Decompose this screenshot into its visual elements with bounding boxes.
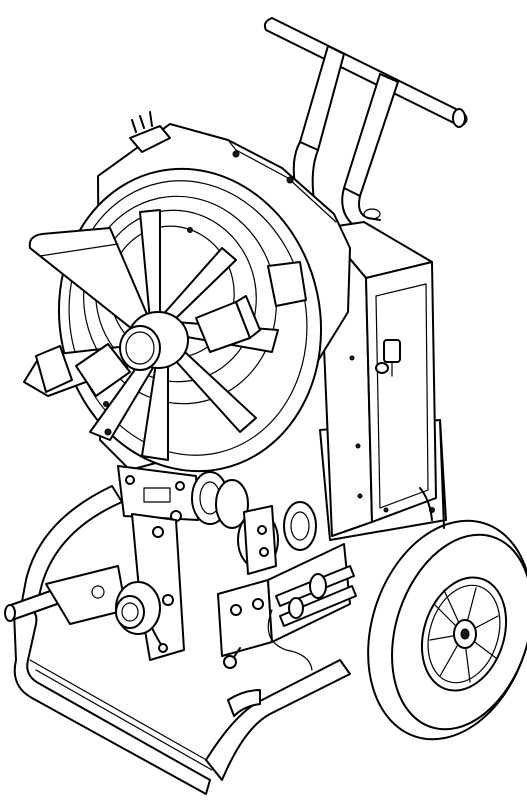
- feed-roller-2: [215, 479, 249, 529]
- roller-bracket: [243, 505, 277, 575]
- cable-guide-box-4: [35, 345, 73, 393]
- rod-collar-1: [309, 573, 327, 599]
- outlet-pin-ring: [158, 643, 168, 653]
- bracket-bolt-b: [175, 481, 185, 491]
- cable-outlet-bore: [121, 602, 139, 622]
- pedal-hole: [91, 585, 105, 599]
- plate-bolt-1: [232, 150, 240, 158]
- cable-outlet: [115, 595, 145, 629]
- foot-bar-line-2: [35, 669, 213, 771]
- lever-bolt: [162, 594, 174, 606]
- handle-post-right: [343, 73, 399, 197]
- housing-screw-3: [357, 493, 363, 499]
- power-plug: [129, 111, 171, 153]
- lever-pivot: [152, 526, 164, 538]
- feed-control-box[interactable]: [217, 579, 273, 657]
- lanyard: [267, 609, 313, 671]
- housing-screw-4: [383, 507, 389, 513]
- motor-side-panel: [375, 283, 429, 509]
- housing-screw-1: [349, 355, 355, 361]
- frame-tube-right: [205, 659, 351, 781]
- drum-bolt-2: [103, 401, 109, 407]
- handle-post-left: [299, 45, 345, 151]
- wheel-rim-inner: [427, 584, 501, 684]
- plate-edge-highlight: [227, 139, 337, 223]
- foot-pedal-plate[interactable]: [45, 565, 127, 625]
- drum-bolt-3: [187, 227, 193, 233]
- cart-wheel: [367, 519, 527, 741]
- drum-hub-inner: [125, 331, 155, 365]
- housing-screw-2: [355, 443, 361, 449]
- cable-drum: [23, 167, 323, 473]
- power-cord: [419, 487, 433, 521]
- plate-bolt-2: [286, 176, 294, 184]
- bracket-bolt-a: [125, 475, 135, 485]
- drum-bolt-1: [104, 428, 112, 436]
- frame-joint: [227, 689, 261, 717]
- switch-knob[interactable]: [375, 362, 389, 374]
- feed-roller-4-inner: [290, 511, 310, 541]
- feed-assembly: [45, 465, 317, 661]
- rod-collar-2: [288, 597, 304, 619]
- frame-clip: [363, 208, 381, 220]
- power-switch[interactable]: [383, 339, 401, 363]
- stub-axle-end: [4, 604, 16, 622]
- feed-roller-4: [283, 501, 317, 551]
- control-bolt-1: [230, 604, 242, 616]
- cable-guide-box-1-side: [235, 295, 261, 339]
- release-pin-knob[interactable]: [223, 655, 237, 669]
- motor-housing-side: [365, 261, 437, 523]
- roller-bracket-bolt-2: [259, 547, 269, 557]
- support-plate-edge: [439, 419, 445, 529]
- vane-left-upper: [28, 227, 153, 341]
- roller-bracket-bolt-1: [257, 525, 267, 535]
- cart-handle: [263, 17, 468, 251]
- cable-guide-box-2: [267, 261, 307, 307]
- feed-bracket-top: [117, 465, 199, 521]
- wheel-axle-nut: [460, 628, 470, 640]
- foot-bar-line: [29, 659, 211, 763]
- cable-guide-box-3: [75, 343, 131, 397]
- plug-body: [129, 125, 171, 153]
- feed-control-unit: [217, 543, 357, 671]
- frame-rail-right-inner: [358, 195, 381, 221]
- feed-bracket-slot: [143, 487, 171, 503]
- handle-crossbar: [263, 17, 468, 125]
- handle-grip-end: [452, 108, 466, 128]
- frame-tube-front: [13, 609, 211, 795]
- control-bolt-2: [252, 598, 264, 610]
